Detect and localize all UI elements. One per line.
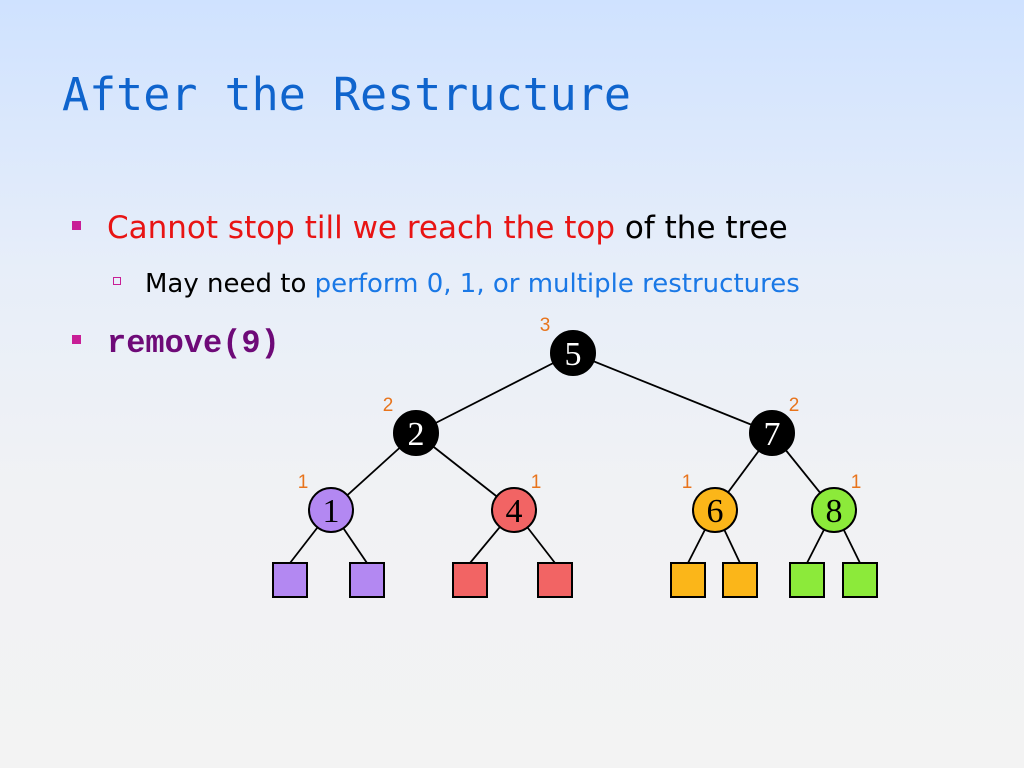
- tree-node-7: [749, 410, 795, 456]
- tree-node-6: [692, 487, 738, 533]
- tree-node-8: [811, 487, 857, 533]
- tree-node-label: 2: [408, 416, 425, 453]
- height-label: 2: [383, 395, 394, 416]
- tree-node-4: [491, 487, 537, 533]
- tree-node-5: [550, 330, 596, 376]
- tree-edge: [415, 352, 574, 434]
- leaf-square: [452, 562, 488, 598]
- tree-node-label: 8: [826, 493, 843, 530]
- bullet-item: Cannot stop till we reach the top of the…: [72, 210, 788, 246]
- leaf-square: [537, 562, 573, 598]
- tree-node-label: 1: [323, 493, 340, 530]
- tree-node-1: [308, 487, 354, 533]
- tree-edge: [572, 352, 773, 434]
- sub-bullet-black-text: May need to: [145, 269, 315, 299]
- leaf-square: [842, 562, 878, 598]
- sub-bullet-blue-text: perform 0, 1, or multiple restructures: [314, 269, 800, 299]
- tree-node-label: 7: [764, 416, 781, 453]
- bullet-black-text: of the tree: [615, 210, 788, 246]
- bullet-square-icon: [72, 335, 81, 344]
- height-label: 3: [540, 315, 551, 336]
- sub-bullet-item: May need to perform 0, 1, or multiple re…: [113, 269, 800, 299]
- tree-node-label: 6: [707, 493, 724, 530]
- leaf-square: [349, 562, 385, 598]
- leaf-square: [789, 562, 825, 598]
- sub-bullet-square-icon: [113, 276, 121, 285]
- tree-node-label: 4: [506, 493, 523, 530]
- tree-node-label: 5: [565, 336, 582, 373]
- height-label: 1: [851, 472, 862, 493]
- code-bullet-item: remove(9): [72, 324, 280, 362]
- height-label: 2: [789, 395, 800, 416]
- leaf-square: [272, 562, 308, 598]
- height-label: 1: [531, 472, 542, 493]
- slide-title: After the Restructure: [62, 68, 631, 121]
- bullet-square-icon: [72, 221, 81, 230]
- height-label: 1: [298, 472, 309, 493]
- bullet-red-text: Cannot stop till we reach the top: [107, 210, 616, 246]
- leaf-square: [670, 562, 706, 598]
- code-remove-call: remove(9): [107, 325, 280, 362]
- tree-node-2: [393, 410, 439, 456]
- leaf-square: [722, 562, 758, 598]
- height-label: 1: [682, 472, 693, 493]
